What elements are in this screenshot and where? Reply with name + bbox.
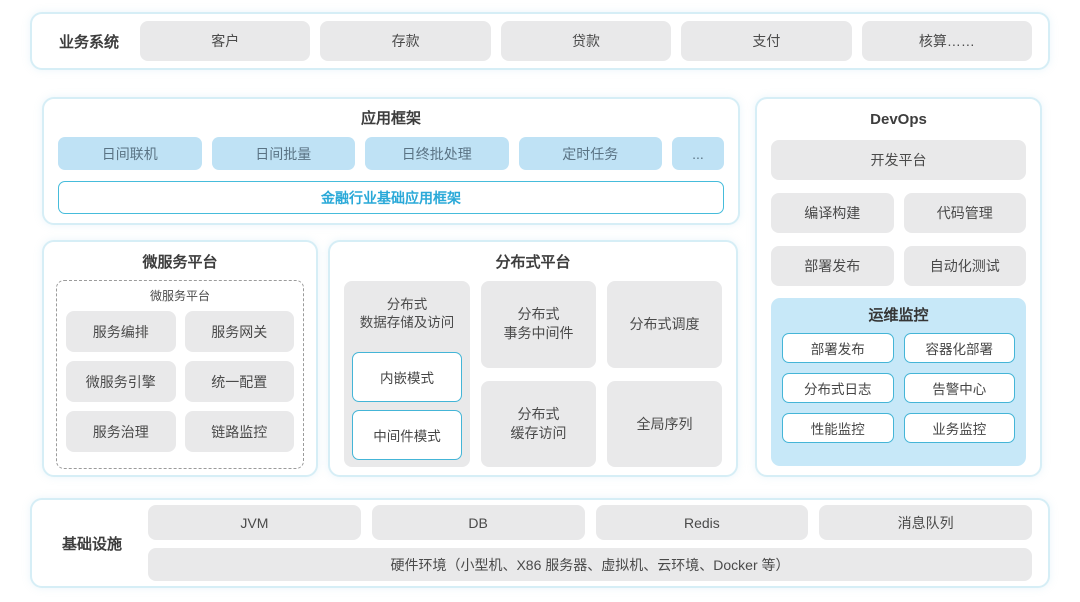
ops-monitoring-title: 运维监控: [868, 307, 929, 324]
business-item-customer: 客户: [140, 21, 311, 61]
devops-row-1: 编译构建 代码管理: [771, 193, 1026, 233]
monitor-alert-center: 告警中心: [903, 373, 1015, 403]
microservice-inner-title: 微服务平台: [149, 289, 210, 303]
app-item-scheduled-task: 定时任务: [518, 137, 662, 170]
infrastructure-stack: JVM DB Redis 消息队列 硬件环境（小型机、X86 服务器、虚拟机、云…: [148, 505, 1032, 581]
ops-monitoring-row-3: 性能监控 业务监控: [782, 413, 1015, 443]
microservice-grid: 服务编排 服务网关 微服务引擎 统一配置 服务治理 链路监控: [66, 311, 294, 452]
business-systems-label: 业务系统: [58, 33, 119, 51]
app-item-daytime-online: 日间联机: [58, 137, 202, 170]
ops-monitoring-row-2: 分布式日志 告警中心: [782, 373, 1015, 403]
distributed-right-column: 分布式调度 全局序列: [607, 281, 722, 467]
business-item-accounting: 核算……: [861, 21, 1033, 61]
distributed-cache-access: 分布式 缓存访问: [481, 380, 596, 467]
microservice-item-gateway: 服务网关: [184, 311, 294, 352]
business-item-loan: 贷款: [500, 21, 672, 61]
app-framework-title: 应用框架: [360, 110, 421, 127]
microservice-item-orchestration: 服务编排: [66, 311, 176, 352]
microservice-item-tracing: 链路监控: [184, 411, 294, 452]
distributed-storage-box: 分布式 数据存储及访问 内嵌模式 中间件模式: [344, 281, 470, 467]
microservice-platform-title: 微服务平台: [142, 254, 218, 271]
distributed-platform-panel: 分布式平台 分布式 数据存储及访问 内嵌模式 中间件模式 分布式 事务中间件 分…: [328, 240, 738, 477]
microservice-dashed-box: 微服务平台 服务编排 服务网关 微服务引擎 统一配置 服务治理 链路监控: [56, 280, 304, 469]
devops-title: DevOps: [870, 111, 927, 128]
business-item-deposit: 存款: [320, 21, 491, 61]
distributed-transaction-middleware: 分布式 事务中间件: [481, 281, 596, 368]
microservice-item-config: 统一配置: [184, 361, 294, 402]
devops-dev-platform: 开发平台: [771, 140, 1026, 180]
monitor-business: 业务监控: [903, 413, 1015, 443]
global-sequence: 全局序列: [607, 380, 722, 467]
base-framework-bar: 金融行业基础应用框架: [58, 181, 724, 214]
app-item-eod-batch: 日终批处理: [365, 137, 509, 170]
business-item-payment: 支付: [681, 21, 852, 61]
distributed-scheduling: 分布式调度: [607, 281, 722, 368]
devops-code-mgmt: 代码管理: [903, 193, 1026, 233]
hardware-environment-bar: 硬件环境（小型机、X86 服务器、虚拟机、云环境、Docker 等）: [148, 548, 1032, 581]
devops-build: 编译构建: [771, 193, 894, 233]
infrastructure-label: 基础设施: [61, 535, 122, 553]
storage-mode-embedded: 内嵌模式: [352, 352, 462, 402]
distributed-middle-column: 分布式 事务中间件 分布式 缓存访问: [481, 281, 596, 467]
microservice-item-governance: 服务治理: [66, 411, 176, 452]
distributed-storage-label: 分布式 数据存储及访问: [359, 297, 455, 331]
devops-row-2: 部署发布 自动化测试: [771, 246, 1026, 286]
storage-mode-middleware: 中间件模式: [352, 410, 462, 460]
microservice-item-engine: 微服务引擎: [66, 361, 176, 402]
app-item-daytime-batch: 日间批量: [211, 137, 355, 170]
app-item-more: ...: [672, 137, 724, 170]
devops-panel: DevOps 开发平台 编译构建 代码管理 部署发布 自动化测试 运维监控 部署…: [755, 97, 1042, 477]
devops-auto-test: 自动化测试: [903, 246, 1026, 286]
infra-item-db: DB: [371, 505, 585, 540]
monitor-container-deploy: 容器化部署: [903, 333, 1015, 363]
app-framework-panel: 应用框架 日间联机 日间批量 日终批处理 定时任务 ... 金融行业基础应用框架: [42, 97, 740, 225]
distributed-platform-title: 分布式平台: [495, 254, 571, 271]
monitor-deploy-release: 部署发布: [782, 333, 894, 363]
ops-monitoring-row-1: 部署发布 容器化部署: [782, 333, 1015, 363]
app-framework-row: 日间联机 日间批量 日终批处理 定时任务 ...: [58, 137, 724, 170]
infra-item-redis: Redis: [595, 505, 809, 540]
infrastructure-row: JVM DB Redis 消息队列: [148, 505, 1032, 540]
infrastructure-panel: 基础设施 JVM DB Redis 消息队列 硬件环境（小型机、X86 服务器、…: [30, 498, 1050, 588]
devops-deploy-release: 部署发布: [771, 246, 894, 286]
monitor-distributed-log: 分布式日志: [782, 373, 894, 403]
microservice-platform-panel: 微服务平台 微服务平台 服务编排 服务网关 微服务引擎 统一配置 服务治理 链路…: [42, 240, 318, 477]
business-systems-panel: 业务系统 客户 存款 贷款 支付 核算……: [30, 12, 1050, 70]
ops-monitoring-panel: 运维监控 部署发布 容器化部署 分布式日志 告警中心 性能监控 业务监控: [771, 298, 1026, 466]
distributed-content: 分布式 数据存储及访问 内嵌模式 中间件模式 分布式 事务中间件 分布式 缓存访…: [344, 281, 722, 467]
infra-item-jvm: JVM: [148, 505, 361, 540]
infra-item-mq: 消息队列: [819, 505, 1032, 540]
monitor-performance: 性能监控: [782, 413, 894, 443]
